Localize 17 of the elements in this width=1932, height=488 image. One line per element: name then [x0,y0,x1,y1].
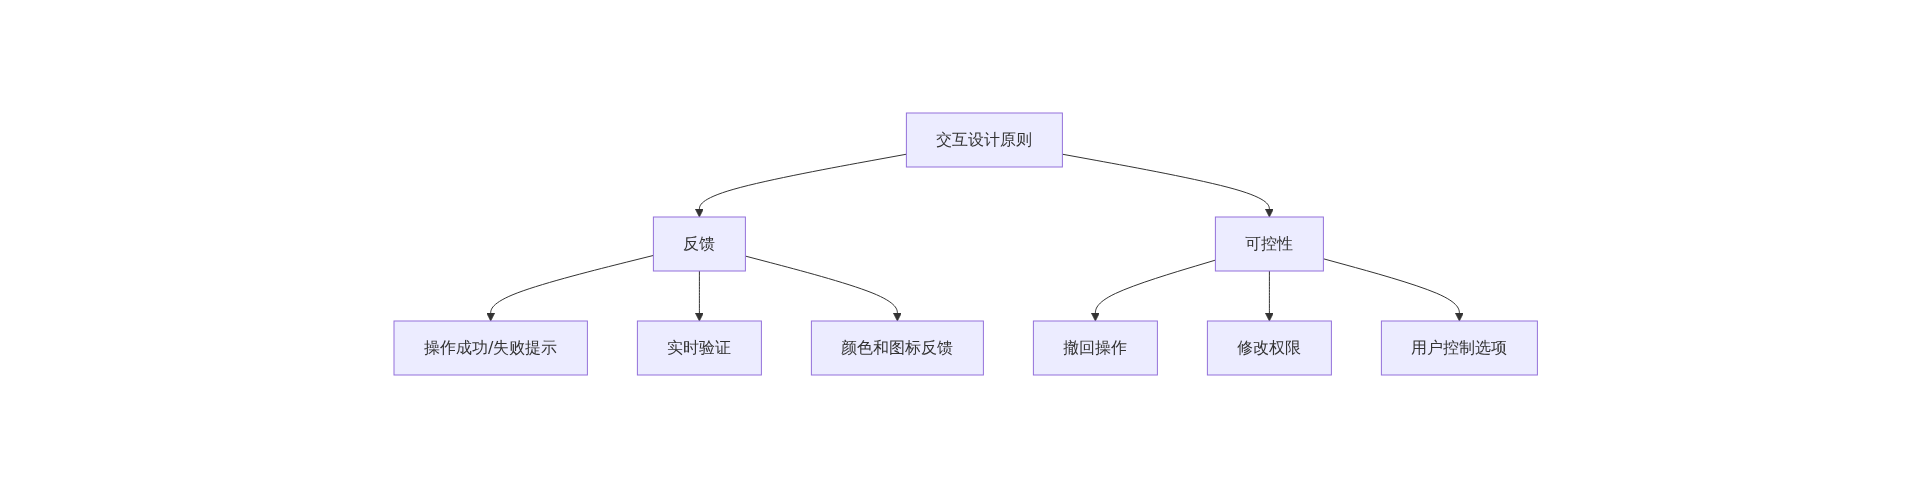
arrow [695,270,705,322]
node-box: 颜色和图标反馈 [811,320,985,376]
arrow [695,153,908,218]
node-box: 反馈 [653,216,747,272]
node-box: 实时验证 [637,320,763,376]
arrow [1265,270,1275,322]
node-box: 撤回操作 [1033,320,1159,376]
node-box: 可控性 [1215,216,1325,272]
arrow [1323,258,1465,322]
arrow [1091,259,1217,322]
node-box: 交互设计原则 [906,112,1064,168]
node-box: 修改权限 [1207,320,1333,376]
node-box: 用户控制选项 [1381,320,1539,376]
arrow [745,255,903,322]
node-box: 操作成功/失败提示 [393,320,589,376]
arrow [1062,153,1275,218]
arrow [486,254,655,322]
